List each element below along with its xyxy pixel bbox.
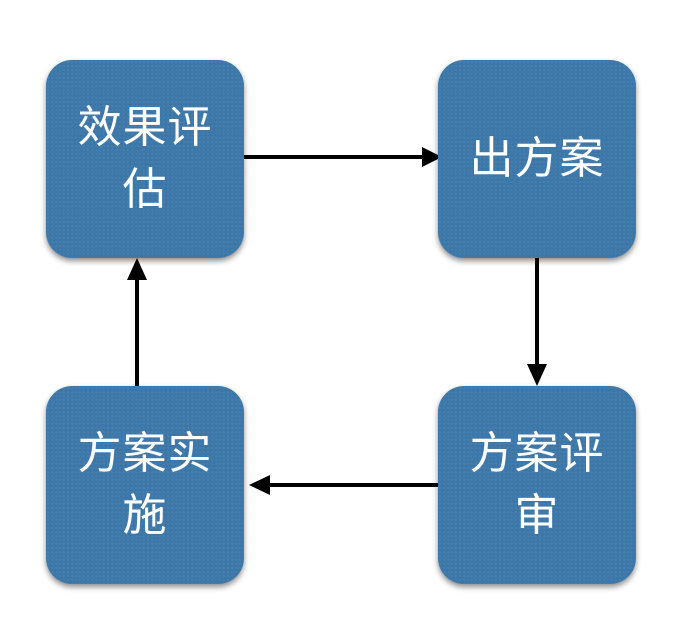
node-plan-implementation: 方案实施 bbox=[46, 386, 244, 584]
node-produce-plan: 出方案 bbox=[438, 60, 636, 258]
node-label: 效果评估 bbox=[77, 102, 213, 215]
node-label: 方案评审 bbox=[469, 428, 605, 541]
node-plan-review: 方案评审 bbox=[438, 386, 636, 584]
node-label: 方案实施 bbox=[77, 428, 213, 541]
edge-arrow-review-to-implementation bbox=[249, 475, 438, 495]
edge-arrow-evaluation-to-plan bbox=[244, 147, 442, 167]
edge-arrow-plan-to-review bbox=[527, 258, 547, 386]
node-label: 出方案 bbox=[469, 133, 605, 184]
node-effect-evaluation: 效果评估 bbox=[46, 60, 244, 258]
edge-arrow-implementation-to-evaluation bbox=[127, 258, 147, 386]
